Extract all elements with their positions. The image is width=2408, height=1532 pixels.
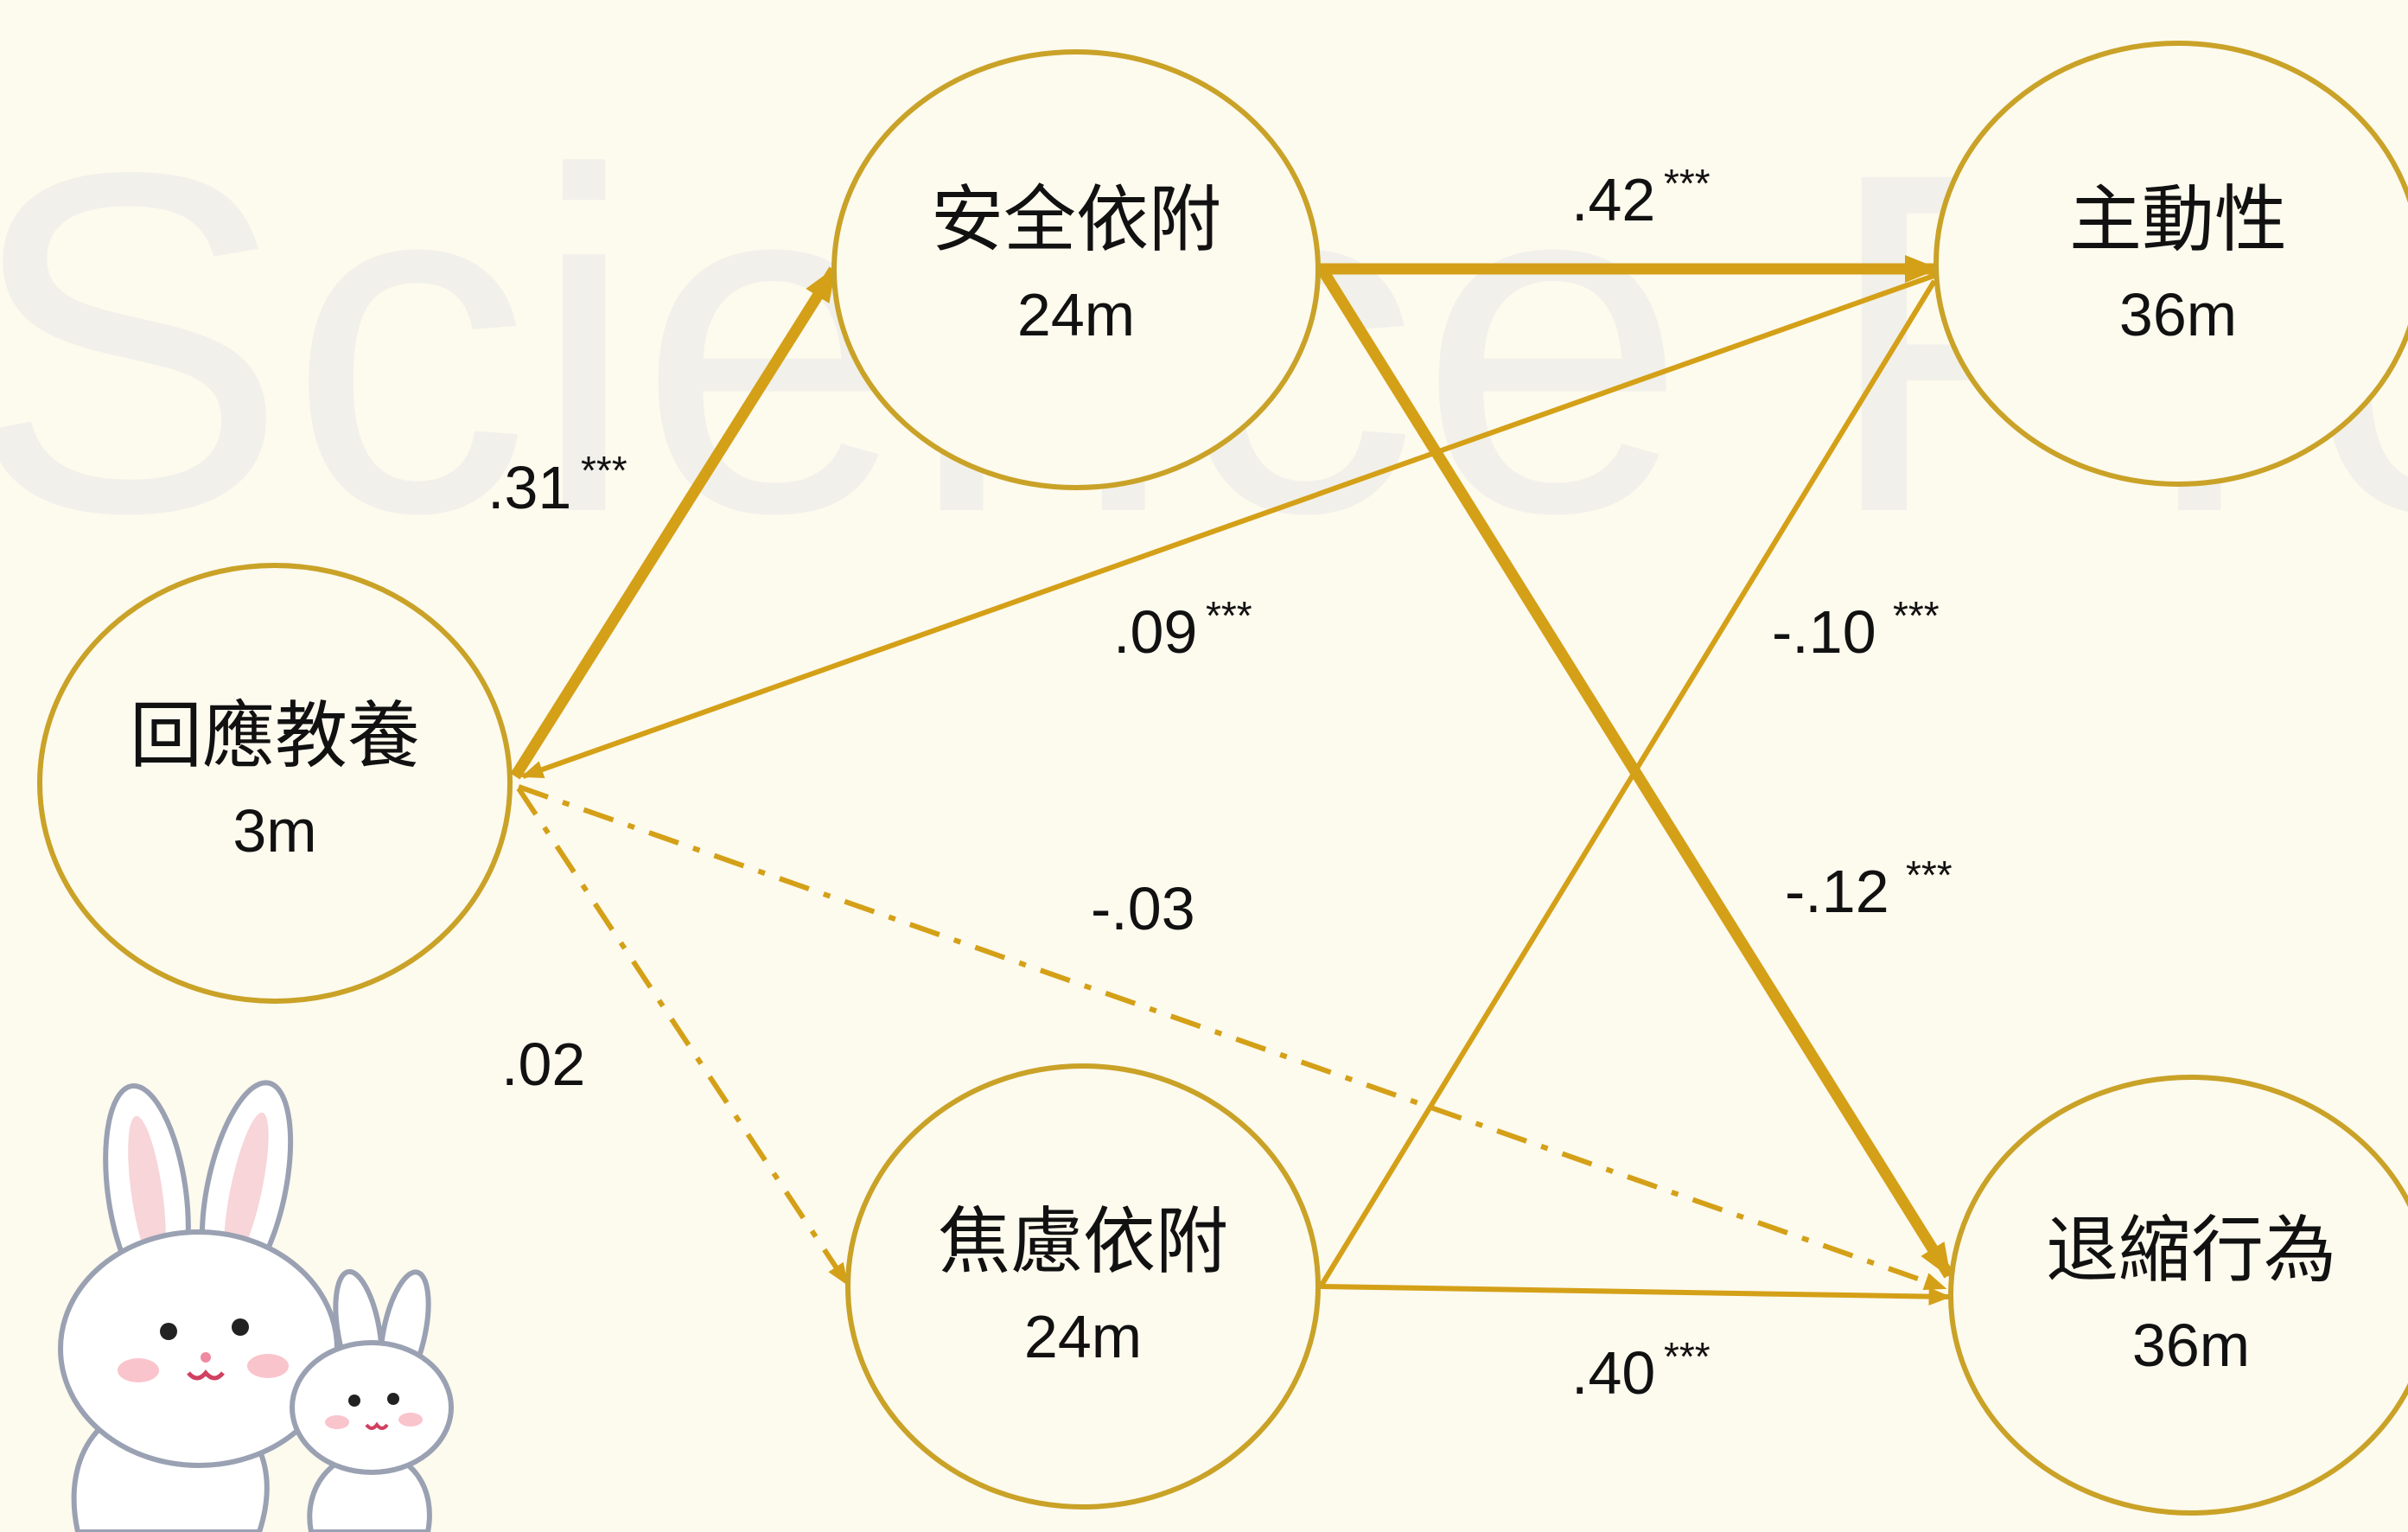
coef-stars: *** <box>1906 852 1953 897</box>
coef-anxious-to-withdrawal: .40 *** <box>1571 1334 1710 1407</box>
node-initiative: 主動性 36m <box>1933 41 2408 487</box>
coef-anxious-to-initiative: -.10 *** <box>1772 593 1940 666</box>
coef-value: -.03 <box>1091 875 1195 942</box>
edge-anxious-to-withdrawal <box>1320 1284 1952 1306</box>
node-title: 回應教養 <box>130 693 420 778</box>
node-secure-attachment: 安全依附 24m <box>831 49 1321 490</box>
coef-secure-to-withdrawal: -.12 *** <box>1785 852 1953 925</box>
edge-anxious-to-initiative <box>1318 279 1937 1288</box>
coef-parenting-to-withdrawal: -.03 <box>1091 875 1195 942</box>
node-circle <box>1948 1075 2408 1516</box>
coef-stars: *** <box>1664 1334 1710 1379</box>
edge-parenting-to-secure <box>510 266 839 780</box>
edge-parenting-to-initiative <box>520 272 1938 779</box>
node-anxious-attachment: 焦慮依附 24m <box>845 1063 1321 1510</box>
node-age: 36m <box>2132 1312 2250 1379</box>
coef-value: .09 <box>1113 598 1197 666</box>
node-circle <box>1933 41 2408 487</box>
node-title: 退縮行為 <box>2046 1208 2336 1293</box>
edge-parenting-to-withdrawal <box>518 784 1947 1291</box>
coef-value: .40 <box>1571 1339 1655 1407</box>
coef-secure-to-initiative: .42 *** <box>1571 161 1710 233</box>
node-circle <box>37 563 513 1004</box>
coef-value: -.12 <box>1785 858 1889 925</box>
coef-parenting-to-secure: .31 *** <box>487 448 627 521</box>
node-title: 主動性 <box>2069 177 2287 262</box>
coef-stars: *** <box>581 448 627 493</box>
node-age: 24m <box>1024 1303 1142 1370</box>
node-title: 安全依附 <box>931 177 1221 262</box>
node-age: 36m <box>2119 281 2237 348</box>
node-age: 24m <box>1017 281 1135 348</box>
coef-stars: *** <box>1893 593 1940 638</box>
coef-parenting-to-anxious: .02 <box>501 1031 585 1098</box>
coef-value: -.10 <box>1772 598 1876 666</box>
edges <box>510 255 1954 1306</box>
coef-parenting-to-initiative: .09 *** <box>1113 593 1252 666</box>
edge-parenting-to-anxious <box>516 787 850 1286</box>
coef-stars: *** <box>1206 593 1252 638</box>
node-title: 焦慮依附 <box>938 1199 1228 1284</box>
coef-value: .02 <box>501 1031 585 1098</box>
coef-stars: *** <box>1664 161 1710 206</box>
node-withdrawal: 退縮行為 36m <box>1948 1075 2408 1516</box>
coef-value: .31 <box>487 454 571 521</box>
node-age: 3m <box>233 797 316 865</box>
node-responsive-parenting: 回應教養 3m <box>37 563 513 1004</box>
node-circle <box>831 49 1321 490</box>
rabbit-icon <box>58 1080 454 1532</box>
node-circle <box>845 1063 1321 1510</box>
coef-value: .42 <box>1571 166 1655 233</box>
